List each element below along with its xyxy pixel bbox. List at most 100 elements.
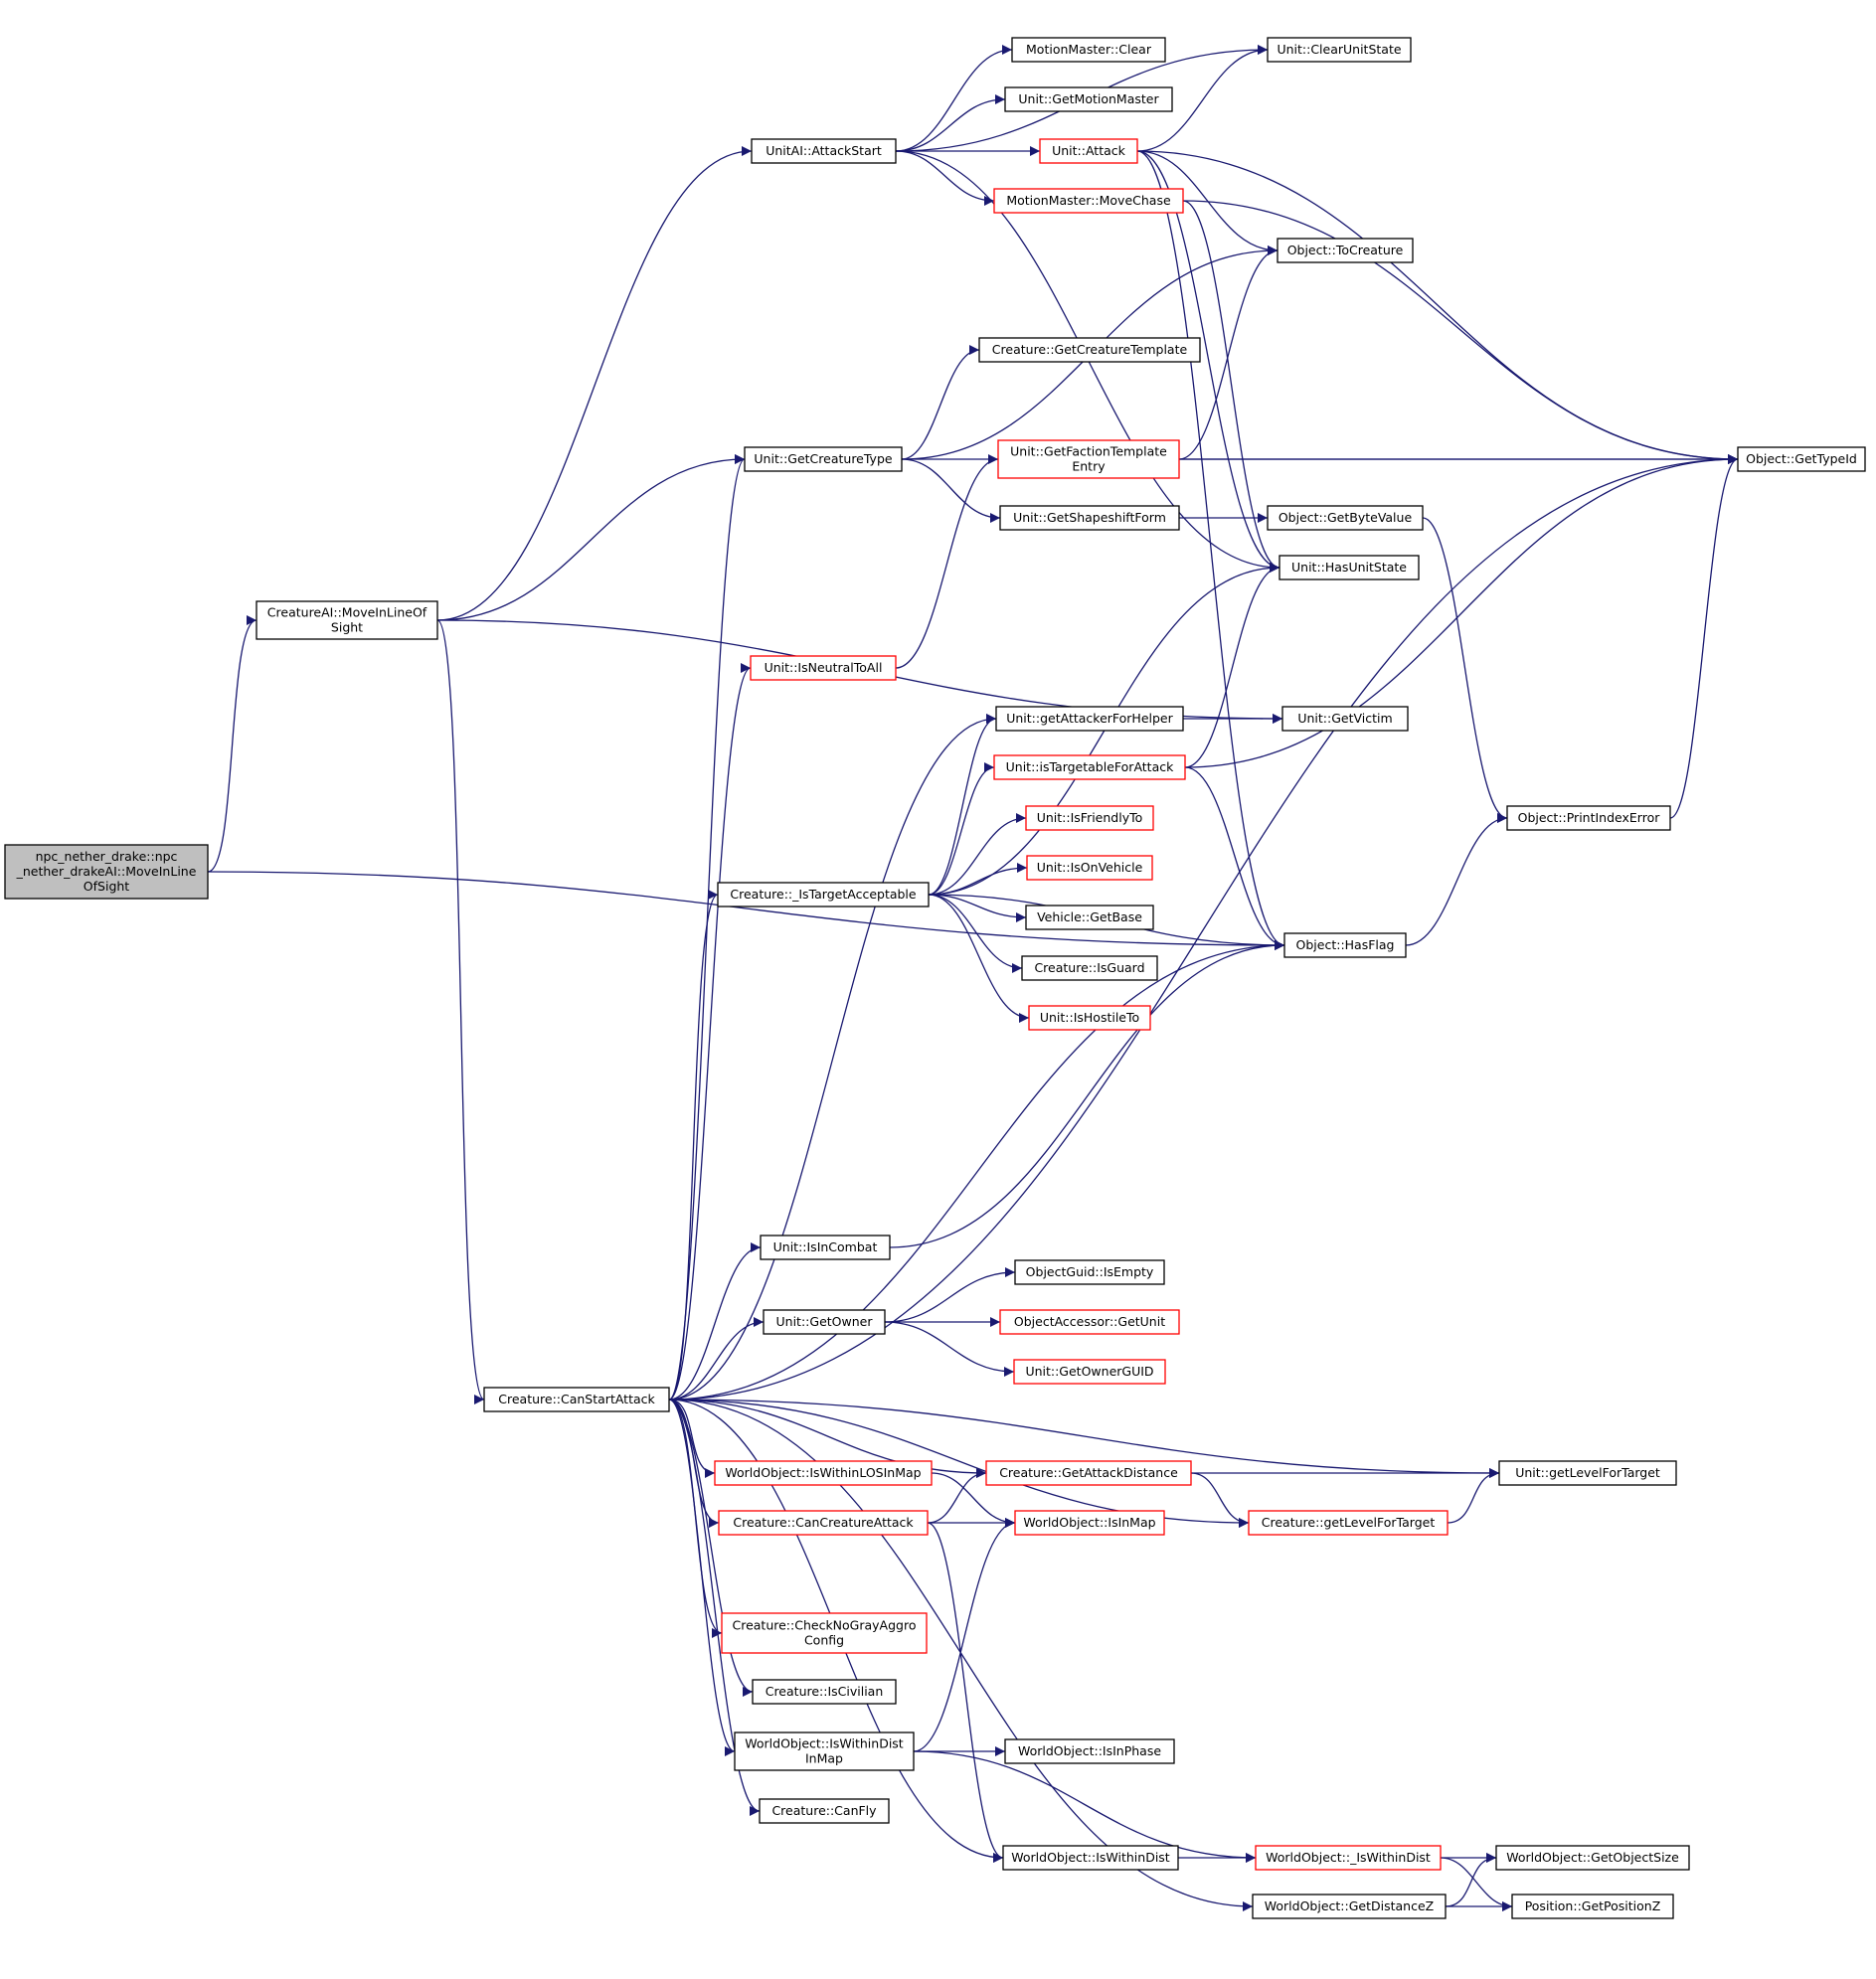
node-unit_getmotionmaster[interactable]: Unit::GetMotionMaster bbox=[1004, 86, 1173, 112]
node-label: Unit::IsInCombat bbox=[773, 1239, 878, 1254]
node-obj_hasflag[interactable]: Object::HasFlag bbox=[1283, 932, 1407, 958]
node-box bbox=[1013, 1359, 1166, 1385]
edge-cr_canstartattack-to-cr_istargetacceptable bbox=[668, 890, 719, 1401]
edge-unit_getcreaturetype-to-unit_getshapeshiftform bbox=[901, 458, 1001, 523]
edge-cr_canstartattack-to-unit_getattackerforhelper bbox=[668, 714, 997, 1401]
node-unit_istargetableforattack[interactable]: Unit::isTargetableForAttack bbox=[993, 754, 1186, 780]
node-wo_getdistancez[interactable]: WorldObject::GetDistanceZ bbox=[1252, 1894, 1447, 1919]
edge-cai_move-to-cr_canstartattack bbox=[436, 619, 485, 1404]
node-obj_printindexerror[interactable]: Object::PrintIndexError bbox=[1506, 805, 1671, 831]
edge-unit_attack-to-unit_clearunitstate bbox=[1136, 45, 1269, 152]
edge-cr_getattackdistance-to-cr_getlevelfortarget bbox=[1190, 1472, 1250, 1528]
edge-cr_cancreatureattack-to-wo_iswithindist bbox=[927, 1522, 1004, 1863]
node-box bbox=[1021, 955, 1158, 981]
node-mm_movechase[interactable]: MotionMaster::MoveChase bbox=[993, 188, 1184, 214]
node-cr_iscivilian[interactable]: Creature::IsCivilian bbox=[752, 1679, 897, 1705]
edge-unit_getowner-to-unit_getownerguid bbox=[884, 1321, 1015, 1377]
node-label: WorldObject::IsWithinDist bbox=[745, 1736, 904, 1751]
node-unit_getownerguid[interactable]: Unit::GetOwnerGUID bbox=[1013, 1359, 1166, 1385]
node-wo_iswithindist[interactable]: WorldObject::IsWithinDist bbox=[1002, 1845, 1179, 1871]
node-box bbox=[717, 882, 930, 907]
node-unit_isonvehicle[interactable]: Unit::IsOnVehicle bbox=[1026, 855, 1153, 881]
node-label: Unit::getLevelForTarget bbox=[1515, 1465, 1660, 1480]
node-label: WorldObject::_IsWithinDist bbox=[1266, 1850, 1431, 1865]
edge-unitai_attackstart-to-mm_movechase bbox=[895, 150, 995, 206]
node-label: OfSight bbox=[84, 879, 130, 894]
node-wo__iswithindist[interactable]: WorldObject::_IsWithinDist bbox=[1255, 1845, 1442, 1871]
node-cr_istargetacceptable[interactable]: Creature::_IsTargetAcceptable bbox=[717, 882, 930, 907]
node-box bbox=[1028, 1005, 1151, 1031]
edge-cr_canstartattack-to-cr_getattackdistance bbox=[668, 1399, 987, 1478]
edge-unit_attack-to-obj_gettypeid bbox=[1136, 150, 1739, 464]
node-mm_clear[interactable]: MotionMaster::Clear bbox=[1011, 37, 1166, 63]
node-unit_getshapeshiftform[interactable]: Unit::GetShapeshiftForm bbox=[999, 505, 1180, 531]
node-box bbox=[1026, 855, 1153, 881]
node-unit_isincombat[interactable]: Unit::IsInCombat bbox=[760, 1235, 891, 1260]
node-label: MotionMaster::Clear bbox=[1026, 42, 1152, 57]
node-label: Unit::HasUnitState bbox=[1291, 560, 1407, 575]
node-unit_getvictim[interactable]: Unit::GetVictim bbox=[1281, 706, 1409, 732]
edge-cr_canstartattack-to-wo_iswithindistinmap bbox=[668, 1399, 736, 1756]
node-label: Unit::GetCreatureType bbox=[754, 451, 892, 466]
node-unit_isfriendlyto[interactable]: Unit::IsFriendlyTo bbox=[1025, 805, 1154, 831]
node-label: MotionMaster::MoveChase bbox=[1006, 193, 1171, 208]
node-unit_attack[interactable]: Unit::Attack bbox=[1039, 138, 1138, 164]
node-label: Config bbox=[804, 1633, 844, 1648]
node-obj_getbytevalue[interactable]: Object::GetByteValue bbox=[1267, 505, 1424, 531]
node-unit_clearunitstate[interactable]: Unit::ClearUnitState bbox=[1267, 37, 1412, 63]
node-box bbox=[1281, 706, 1409, 732]
node-unit_ishostileto[interactable]: Unit::IsHostileTo bbox=[1028, 1005, 1151, 1031]
node-wo_iswithinlosinmap[interactable]: WorldObject::IsWithinLOSInMap bbox=[714, 1460, 933, 1486]
node-obj_tocreature[interactable]: Object::ToCreature bbox=[1277, 238, 1414, 263]
node-objguid_isempty[interactable]: ObjectGuid::IsEmpty bbox=[1014, 1259, 1165, 1285]
node-wo_isinphase[interactable]: WorldObject::IsInPhase bbox=[1004, 1738, 1175, 1764]
node-box bbox=[1511, 1894, 1674, 1919]
node-box bbox=[1495, 1845, 1690, 1871]
node-cr_getcreaturetemplate[interactable]: Creature::GetCreatureTemplate bbox=[978, 337, 1201, 363]
node-box bbox=[1252, 1894, 1447, 1919]
edge-unitai_attackstart-to-mm_clear bbox=[895, 45, 1013, 152]
node-wo_isinmap[interactable]: WorldObject::IsInMap bbox=[1014, 1510, 1165, 1536]
node-box bbox=[483, 1387, 670, 1412]
node-objacc_getunit[interactable]: ObjectAccessor::GetUnit bbox=[999, 1309, 1180, 1335]
node-wo_getobjectsize[interactable]: WorldObject::GetObjectSize bbox=[1495, 1845, 1690, 1871]
node-box bbox=[993, 754, 1186, 780]
node-unit_getlevelfortarget[interactable]: Unit::getLevelForTarget bbox=[1498, 1460, 1677, 1486]
node-box bbox=[714, 1460, 933, 1486]
node-label: Unit::GetOwner bbox=[776, 1314, 874, 1329]
edge-cr_getlevelfortarget-to-unit_getlevelfortarget bbox=[1447, 1468, 1500, 1524]
node-unit_getcreaturetype[interactable]: Unit::GetCreatureType bbox=[744, 446, 903, 472]
node-box bbox=[1267, 505, 1424, 531]
node-label: Unit::getAttackerForHelper bbox=[1006, 711, 1173, 726]
node-unit_isneutraltoall[interactable]: Unit::IsNeutralToAll bbox=[750, 655, 897, 681]
node-unitai_attackstart[interactable]: UnitAI::AttackStart bbox=[751, 138, 897, 164]
node-label: Object::GetTypeId bbox=[1746, 451, 1857, 466]
node-vehicle_getbase[interactable]: Vehicle::GetBase bbox=[1025, 905, 1154, 930]
node-cr_isguard[interactable]: Creature::IsGuard bbox=[1021, 955, 1158, 981]
node-box bbox=[1506, 805, 1671, 831]
node-cr_cancreatureattack[interactable]: Creature::CanCreatureAttack bbox=[718, 1510, 929, 1536]
edge-unit_getfactiontemplate-to-obj_tocreature bbox=[1178, 246, 1279, 460]
edge-cr_istargetacceptable-to-unit_istargetableforattack bbox=[928, 762, 995, 896]
node-pos_getpositionz[interactable]: Position::GetPositionZ bbox=[1511, 1894, 1674, 1919]
node-cr_canfly[interactable]: Creature::CanFly bbox=[759, 1798, 890, 1824]
node-root[interactable]: npc_nether_drake::npc_nether_drakeAI::Mo… bbox=[4, 844, 209, 900]
node-box bbox=[763, 1309, 886, 1335]
node-cr_canstartattack[interactable]: Creature::CanStartAttack bbox=[483, 1387, 670, 1412]
node-cr_getattackdistance[interactable]: Creature::GetAttackDistance bbox=[985, 1460, 1192, 1486]
node-label: WorldObject::IsInMap bbox=[1023, 1515, 1155, 1530]
node-label: Object::HasFlag bbox=[1296, 937, 1395, 952]
node-unit_hasunitstate[interactable]: Unit::HasUnitState bbox=[1279, 555, 1420, 580]
node-box bbox=[1498, 1460, 1677, 1486]
edge-cr_istargetacceptable-to-unit_isfriendlyto bbox=[928, 813, 1027, 896]
node-unit_getattackerforhelper[interactable]: Unit::getAttackerForHelper bbox=[995, 706, 1184, 732]
node-obj_gettypeid[interactable]: Object::GetTypeId bbox=[1737, 446, 1866, 472]
node-unit_getowner[interactable]: Unit::GetOwner bbox=[763, 1309, 886, 1335]
node-cr_getlevelfortarget[interactable]: Creature::getLevelForTarget bbox=[1248, 1510, 1449, 1536]
node-box bbox=[978, 337, 1201, 363]
